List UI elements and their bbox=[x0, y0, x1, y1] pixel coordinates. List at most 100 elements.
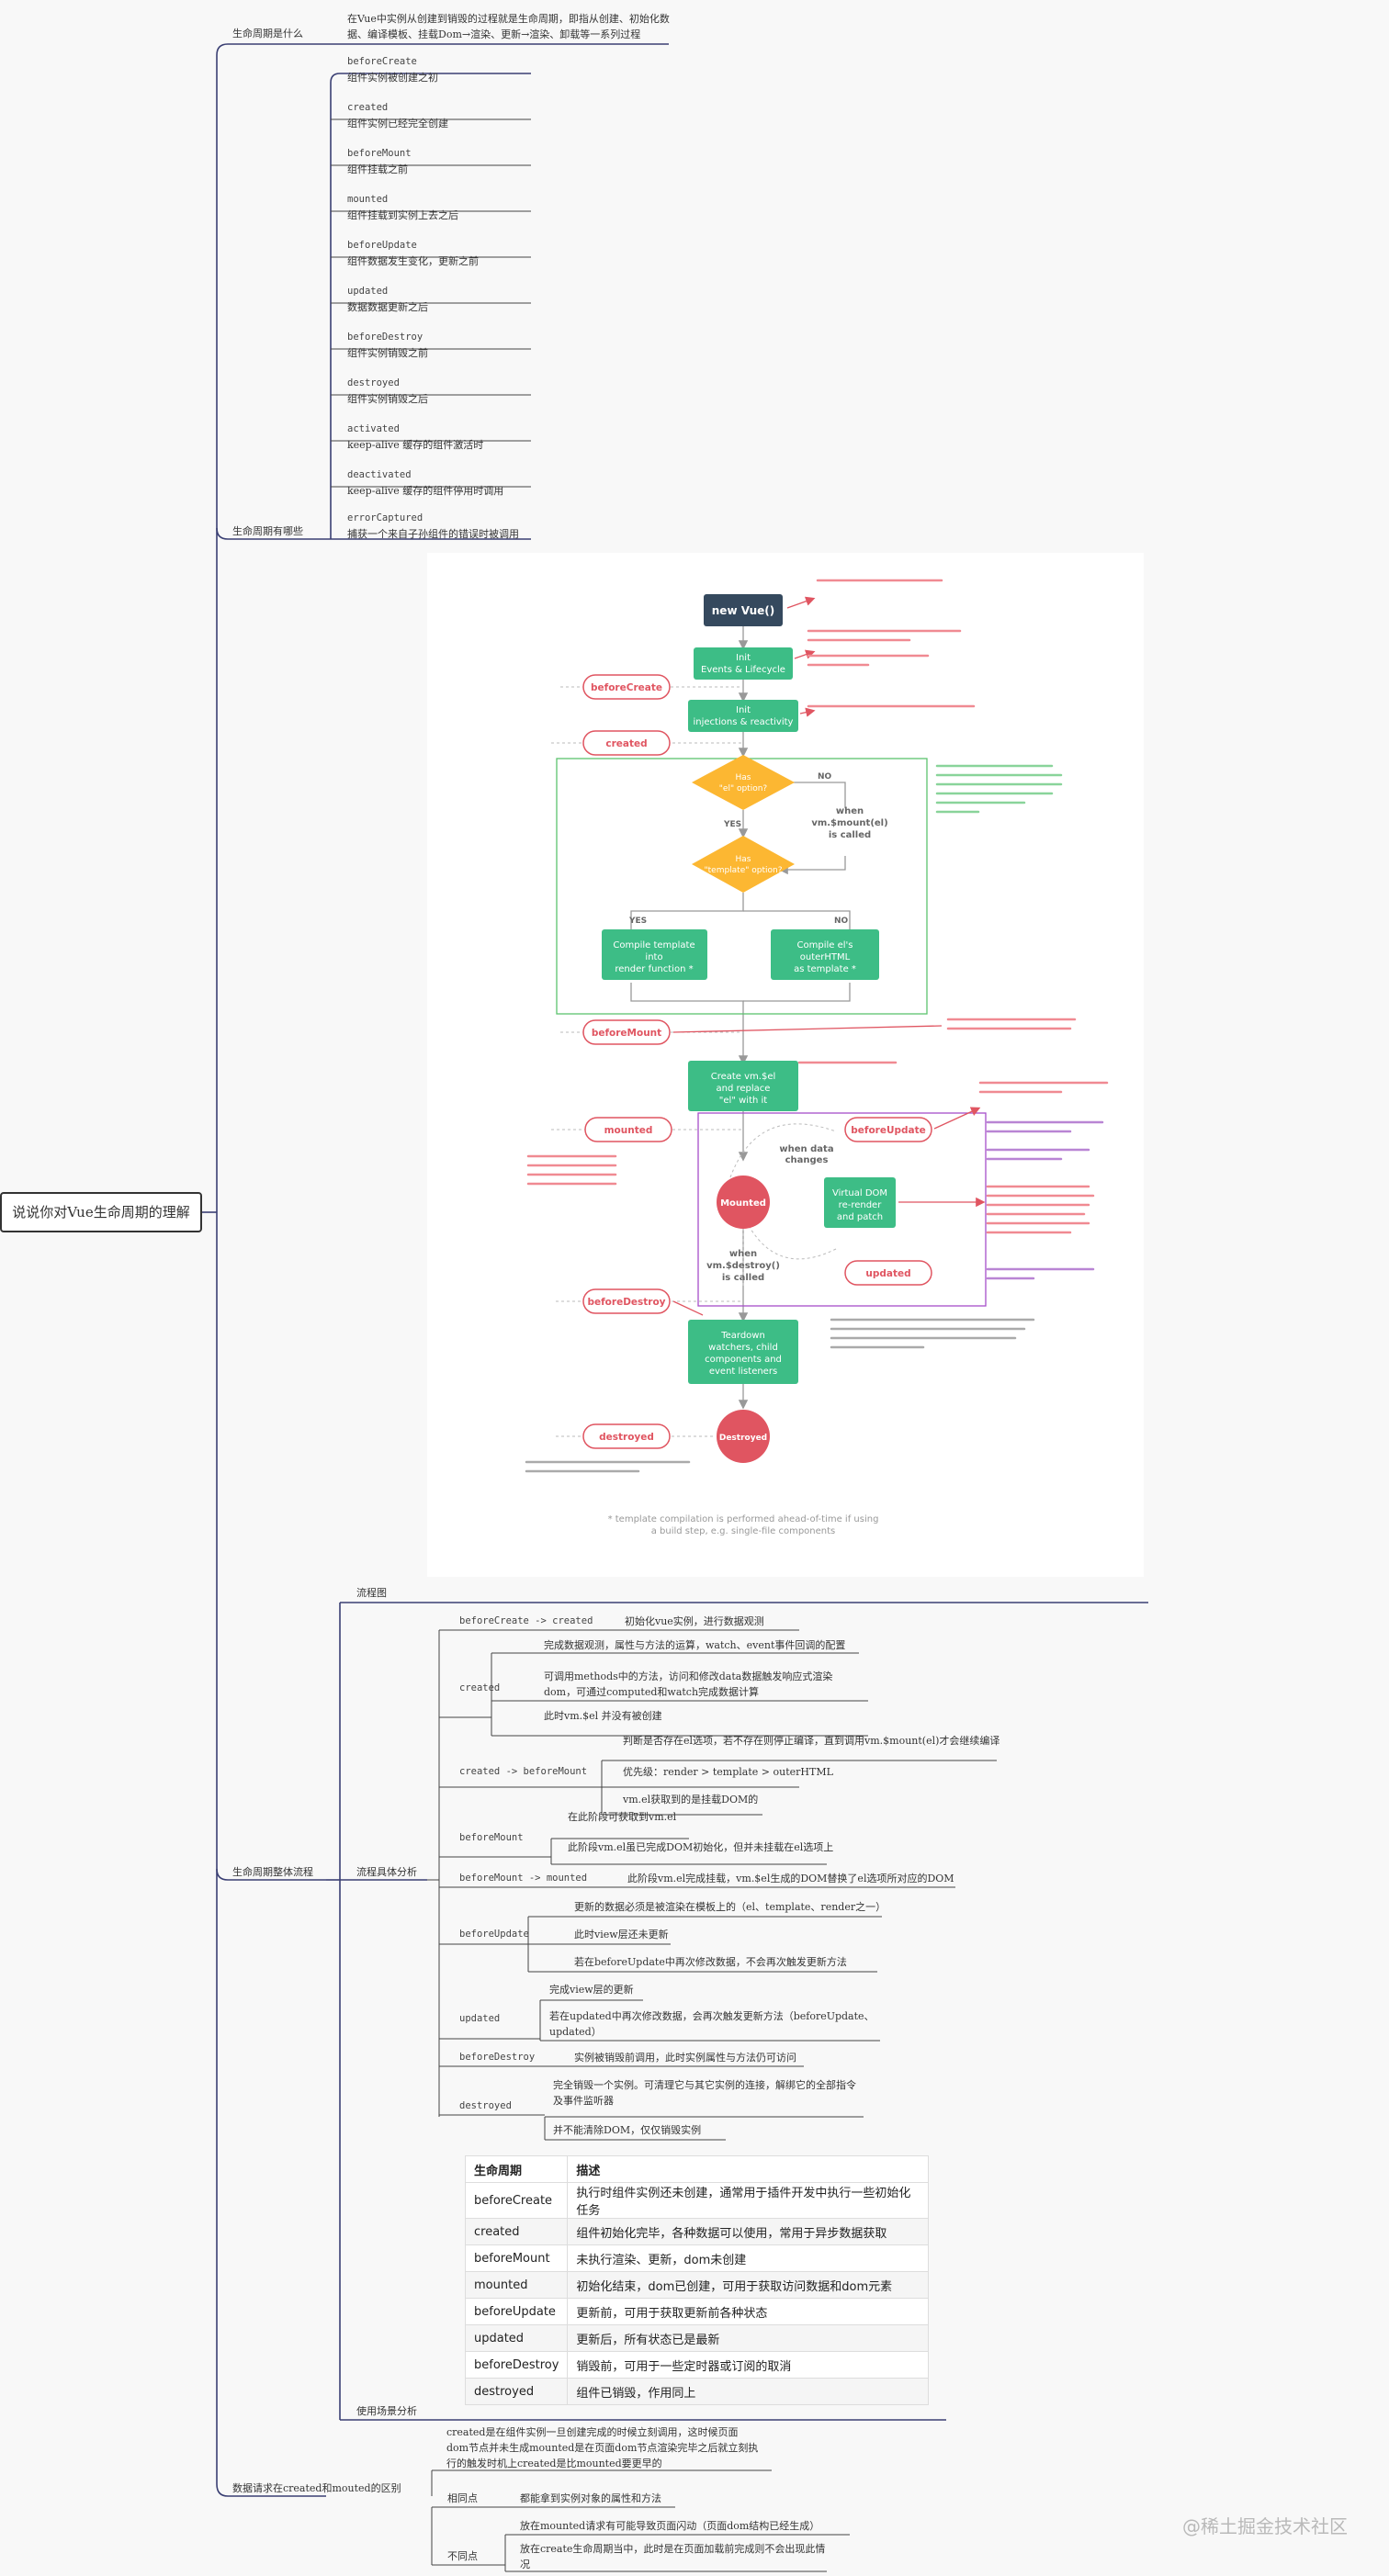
table-cell: updated bbox=[464, 2324, 569, 2352]
yes-label: YES bbox=[723, 820, 741, 829]
teardown-label-2: watchers, child bbox=[708, 1343, 778, 1353]
lifecycle-diagram: new Vue() Init Events & Lifecycle Init i… bbox=[427, 553, 1144, 1577]
stage-c8[interactable]: beforeDestroy bbox=[459, 2052, 536, 2063]
stage-c9-leaf: 完全销毁一个实例。可清理它与其它实例的连接，解绑它的全部指令及事件监听器 bbox=[553, 2079, 856, 2107]
watermark: @稀土掘金技术社区 bbox=[1182, 2515, 1348, 2537]
hook-name: beforeCreate bbox=[347, 56, 417, 67]
compile-el-label: Compile el's bbox=[797, 940, 853, 951]
hook-name: errorCaptured bbox=[347, 512, 423, 523]
table-cell: destroyed bbox=[464, 2378, 569, 2405]
stage-c2[interactable]: created bbox=[459, 1682, 501, 1693]
stage-c9-leaf: 并不能清除DOM，仅仅销毁实例 bbox=[553, 2124, 702, 2136]
root-topic[interactable]: 说说你对Vue生命周期的理解 bbox=[0, 1192, 202, 1232]
hook-desc: 组件数据发生变化，更新之前 bbox=[347, 255, 479, 267]
table-cell: 初始化结束，dom已创建，可用于获取访问数据和dom元素 bbox=[567, 2271, 929, 2299]
compile-el-label-2: outerHTML bbox=[800, 952, 851, 962]
hook-name: beforeDestroy bbox=[347, 332, 423, 343]
hook-desc: 组件实例被创建之初 bbox=[347, 72, 438, 84]
when-mount-label-2: vm.$mount(el) bbox=[811, 818, 887, 828]
stage-c7-leaf: 完成view层的更新 bbox=[549, 1984, 634, 1996]
diff-intro: created是在组件实例一旦创建完成的时候立刻调用，这时候页面dom节点并未生… bbox=[446, 2426, 759, 2469]
has-template-label: Has bbox=[736, 855, 751, 864]
no-label-2: NO bbox=[834, 917, 849, 926]
stage-c7-leaf: 若在updated中再次修改数据，会再次触发更新方法（beforeUpdate、… bbox=[549, 2010, 875, 2038]
table-cell: beforeCreate bbox=[464, 2182, 569, 2219]
stage-c7[interactable]: updated bbox=[459, 2013, 501, 2024]
stage-c6-leaf: 更新的数据必须是被渲染在模板上的（el、template、render之一） bbox=[574, 1901, 886, 1913]
diff-different-label[interactable]: 不同点 bbox=[447, 2550, 478, 2562]
stage-c6-leaf: 若在beforeUpdate中再次修改数据，不会再次触发更新方法 bbox=[574, 1956, 847, 1968]
stage-c5[interactable]: beforeMount -> mounted bbox=[459, 1873, 588, 1884]
when-mount-label: when bbox=[836, 806, 864, 816]
hook-desc: 组件挂载到实例上去之后 bbox=[347, 209, 458, 221]
stage-c4[interactable]: beforeMount bbox=[459, 1832, 524, 1843]
hook-desc: 数据数据更新之后 bbox=[347, 301, 428, 313]
branch-flow[interactable]: 生命周期整体流程 bbox=[232, 1866, 313, 1878]
table-cell: 销毁前，可用于一些定时器或订阅的取消 bbox=[567, 2351, 929, 2379]
mounted-circle bbox=[717, 1176, 770, 1229]
stage-c6[interactable]: beforeUpdate bbox=[459, 1929, 529, 1940]
init-events-node bbox=[694, 647, 793, 680]
hook-name: deactivated bbox=[347, 469, 412, 480]
stage-c5-leaf: 此阶段vm.el完成挂载，vm.$el生成的DOM替换了el选项所对应的DOM bbox=[627, 1873, 954, 1884]
hook-desc: 组件实例已经完全创建 bbox=[347, 118, 448, 129]
table-cell: 组件初始化完毕，各种数据可以使用，常用于异步数据获取 bbox=[567, 2218, 929, 2245]
destroyed-circle bbox=[717, 1410, 770, 1463]
init-events-label-2: Events & Lifecycle bbox=[701, 665, 785, 675]
table-cell: created bbox=[464, 2218, 569, 2245]
stage-c1[interactable]: beforeCreate -> created bbox=[459, 1615, 593, 1626]
table-header-cell: 生命周期 bbox=[464, 2155, 569, 2183]
stage-c3-leaf: 判断是否存在el选项，若不存在则停止编译，直到调用vm.$mount(el)才会… bbox=[623, 1735, 1000, 1747]
branch-diff[interactable]: 数据请求在created和mouted的区别 bbox=[232, 2482, 401, 2494]
table-header-cell: 描述 bbox=[567, 2155, 929, 2183]
flow-chart-label[interactable]: 流程图 bbox=[356, 1587, 387, 1599]
hook-pill-destroyed: destroyed bbox=[599, 1432, 654, 1443]
table-cell: beforeMount bbox=[464, 2244, 569, 2272]
what-text: 在Vue中实例从创建到销毁的过程就是生命周期，即指从创建、初始化数据、编译模板、… bbox=[347, 13, 670, 40]
footnote-line-2: a build step, e.g. single-file component… bbox=[651, 1526, 836, 1536]
stage-c3-leaf: 优先级：render > template > outerHTML bbox=[623, 1766, 833, 1778]
has-el-diamond bbox=[692, 755, 795, 810]
stage-c4-leaf: 此阶段vm.el虽已完成DOM初始化，但并未挂载在el选项上 bbox=[568, 1841, 834, 1853]
branch-which[interactable]: 生命周期有哪些 bbox=[232, 525, 303, 537]
diff-same-leaf: 都能拿到实例对象的属性和方法 bbox=[520, 2492, 661, 2504]
table-cell: 更新后，所有状态已是最新 bbox=[567, 2324, 929, 2352]
hook-name: mounted bbox=[347, 194, 389, 205]
create-el-label-3: "el" with it bbox=[719, 1096, 767, 1106]
hook-item: beforeUpdate 组件数据发生变化，更新之前 bbox=[347, 238, 479, 269]
hook-pill-created: created bbox=[605, 738, 647, 749]
table-cell: 组件已销毁，作用同上 bbox=[567, 2378, 929, 2405]
hook-name: activated bbox=[347, 423, 400, 434]
hook-pill-before-mount: beforeMount bbox=[592, 1028, 661, 1039]
diff-different-leaf: 放在create生命周期当中，此时是在页面加载前完成则不会出现此情况 bbox=[520, 2543, 826, 2570]
new-vue-label: new Vue() bbox=[712, 604, 774, 617]
destroyed-circle-label: Destroyed bbox=[719, 1434, 767, 1443]
diff-same-label[interactable]: 相同点 bbox=[447, 2492, 478, 2504]
flow-analysis-label[interactable]: 流程具体分析 bbox=[356, 1866, 417, 1878]
has-el-label-2: "el" option? bbox=[719, 784, 768, 793]
hook-name: beforeUpdate bbox=[347, 240, 417, 251]
compile-el-label-3: as template * bbox=[794, 964, 856, 974]
hook-pill-before-destroy: beforeDestroy bbox=[587, 1297, 665, 1308]
compile-template-label-3: render function * bbox=[615, 964, 693, 974]
stage-c9[interactable]: destroyed bbox=[459, 2100, 512, 2111]
stage-c3[interactable]: created -> beforeMount bbox=[459, 1766, 588, 1777]
stage-c8-leaf: 实例被销毁前调用，此时实例属性与方法仍可访问 bbox=[574, 2052, 796, 2064]
mounted-circle-label: Mounted bbox=[720, 1198, 766, 1209]
flow-usage-label[interactable]: 使用场景分析 bbox=[356, 2405, 417, 2417]
table-cell: 未执行渲染、更新，dom未创建 bbox=[567, 2244, 929, 2272]
when-mount-label-3: is called bbox=[829, 830, 871, 840]
hook-pill-updated: updated bbox=[865, 1268, 910, 1279]
compile-el-node bbox=[771, 929, 879, 980]
branch-what[interactable]: 生命周期是什么 bbox=[232, 28, 303, 39]
